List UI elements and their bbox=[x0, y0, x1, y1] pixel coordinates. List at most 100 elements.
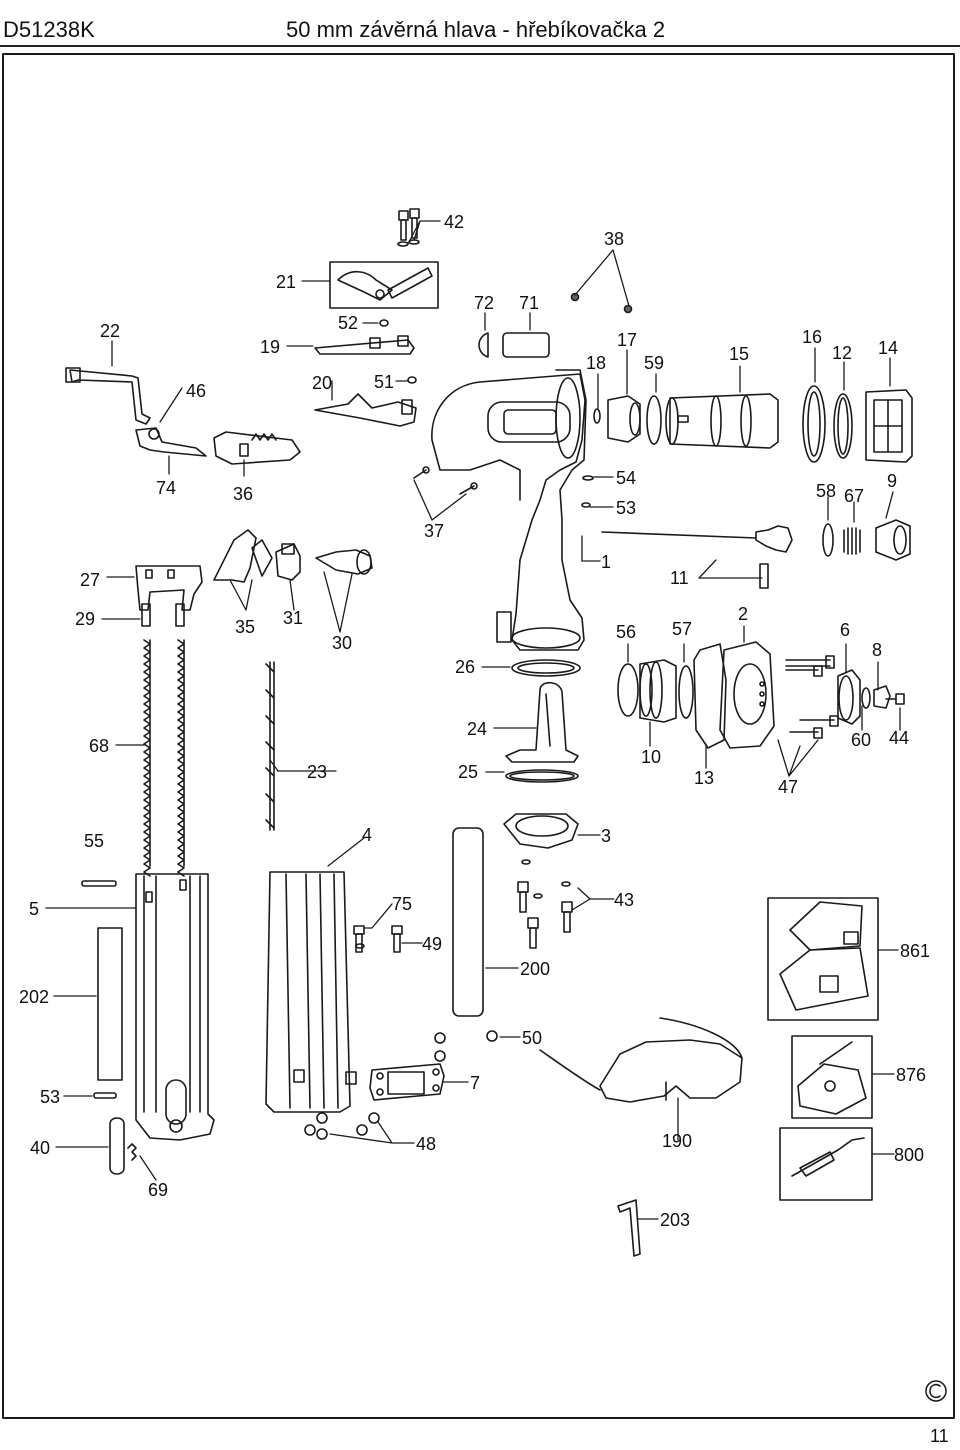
callout-30: 30 bbox=[332, 633, 352, 653]
part-72-71 bbox=[478, 332, 550, 358]
part-20-51 bbox=[314, 376, 417, 427]
callout-202: 202 bbox=[19, 987, 49, 1007]
callout-21: 21 bbox=[276, 272, 296, 292]
callout-3: 3 bbox=[601, 826, 611, 846]
callout-8: 8 bbox=[872, 640, 882, 660]
callout-69: 69 bbox=[148, 1180, 168, 1200]
part-14-bumper bbox=[865, 389, 913, 463]
part-18-nut bbox=[593, 408, 601, 424]
callout-9: 9 bbox=[887, 471, 897, 491]
model-code: D51238K bbox=[3, 17, 95, 42]
callout-46: 46 bbox=[186, 381, 206, 401]
header-rule bbox=[0, 45, 960, 47]
callout-20: 20 bbox=[312, 373, 332, 393]
part-22-lever bbox=[65, 367, 151, 425]
part-30-valve bbox=[315, 549, 373, 575]
callout-68: 68 bbox=[89, 736, 109, 756]
part-12-oring bbox=[833, 393, 853, 459]
callout-72: 72 bbox=[474, 293, 494, 313]
callout-71: 71 bbox=[519, 293, 539, 313]
callout-44: 44 bbox=[889, 728, 909, 748]
part-46-74 bbox=[135, 427, 207, 457]
part-38-balls bbox=[570, 292, 633, 314]
callout-35: 35 bbox=[235, 617, 255, 637]
leader-lines bbox=[45, 220, 901, 1220]
callout-23: 23 bbox=[307, 762, 327, 782]
part-56-seal bbox=[617, 663, 639, 717]
callout-876: 876 bbox=[896, 1065, 926, 1085]
part-6-cap bbox=[837, 669, 861, 725]
callout-5: 5 bbox=[29, 899, 39, 919]
callout-12: 12 bbox=[832, 343, 852, 363]
callout-861: 861 bbox=[900, 941, 930, 961]
part-202-strip bbox=[97, 927, 123, 1081]
callout-59: 59 bbox=[644, 353, 664, 373]
part-24-hook bbox=[505, 681, 579, 763]
part-59-oring bbox=[646, 395, 662, 445]
callout-55: 55 bbox=[84, 831, 104, 851]
callout-1: 1 bbox=[601, 552, 611, 572]
part-7-bracket bbox=[369, 1063, 445, 1101]
callout-18: 18 bbox=[586, 353, 606, 373]
part-52-19 bbox=[314, 319, 415, 355]
callout-29: 29 bbox=[75, 609, 95, 629]
callout-800: 800 bbox=[894, 1145, 924, 1165]
callout-24: 24 bbox=[467, 719, 487, 739]
part-main-housing bbox=[431, 369, 587, 651]
callout-58: 58 bbox=[816, 481, 836, 501]
callout-19: 19 bbox=[260, 337, 280, 357]
part-47-screws bbox=[785, 655, 839, 739]
callout-53-lower: 53 bbox=[40, 1087, 60, 1107]
page-title: 50 mm závěrná hlava - hřebíkovačka 2 bbox=[286, 17, 666, 42]
part-57-oring bbox=[678, 665, 694, 719]
part-53-pin bbox=[93, 1092, 117, 1099]
callout-26: 26 bbox=[455, 657, 475, 677]
callout-74: 74 bbox=[156, 478, 176, 498]
part-190-glasses bbox=[539, 1017, 743, 1103]
callout-51: 51 bbox=[374, 372, 394, 392]
callout-42: 42 bbox=[444, 212, 464, 232]
part-26-gasket bbox=[511, 659, 581, 677]
callout-25: 25 bbox=[458, 762, 478, 782]
part-3-exhaust-cap bbox=[503, 813, 579, 865]
callout-50: 50 bbox=[522, 1028, 542, 1048]
part-44-screw bbox=[885, 693, 905, 705]
part-16-ring bbox=[802, 385, 826, 463]
callout-2: 2 bbox=[738, 604, 748, 624]
part-40-plunger bbox=[109, 1117, 125, 1175]
part-50-nuts bbox=[434, 1030, 498, 1062]
callout-40: 40 bbox=[30, 1138, 50, 1158]
callout-75: 75 bbox=[392, 894, 412, 914]
part-876-box bbox=[791, 1035, 873, 1119]
callout-56: 56 bbox=[616, 622, 636, 642]
part-31-adapter bbox=[275, 543, 301, 581]
part-42-screws bbox=[397, 208, 420, 247]
callout-14: 14 bbox=[878, 338, 898, 358]
part-55-pin bbox=[81, 880, 117, 887]
callout-49: 49 bbox=[422, 934, 442, 954]
page-header: D51238K 50 mm závěrná hlava - hřebíkovač… bbox=[0, 0, 960, 47]
callout-203: 203 bbox=[660, 1210, 690, 1230]
callout-13: 13 bbox=[694, 768, 714, 788]
part-75-49-screws bbox=[353, 925, 403, 953]
callout-10: 10 bbox=[641, 747, 661, 767]
callout-31: 31 bbox=[283, 608, 303, 628]
part-54-53-1-11 bbox=[581, 475, 793, 589]
part-29-68-magazine-strips bbox=[141, 603, 185, 877]
part-2-cap bbox=[719, 641, 775, 749]
part-800-tool bbox=[779, 1127, 873, 1201]
callout-27: 27 bbox=[80, 570, 100, 590]
part-17-cap bbox=[607, 395, 641, 443]
page-number: 11 bbox=[930, 1426, 949, 1446]
callout-16: 16 bbox=[802, 327, 822, 347]
callout-37: 37 bbox=[424, 521, 444, 541]
part-861-case bbox=[767, 897, 879, 1021]
callout-17: 17 bbox=[617, 330, 637, 350]
callout-7: 7 bbox=[470, 1073, 480, 1093]
callout-200: 200 bbox=[520, 959, 550, 979]
callout-47: 47 bbox=[778, 777, 798, 797]
callout-38: 38 bbox=[604, 229, 624, 249]
part-23-rail bbox=[265, 661, 275, 831]
copyright-mark: © bbox=[925, 1380, 947, 1402]
